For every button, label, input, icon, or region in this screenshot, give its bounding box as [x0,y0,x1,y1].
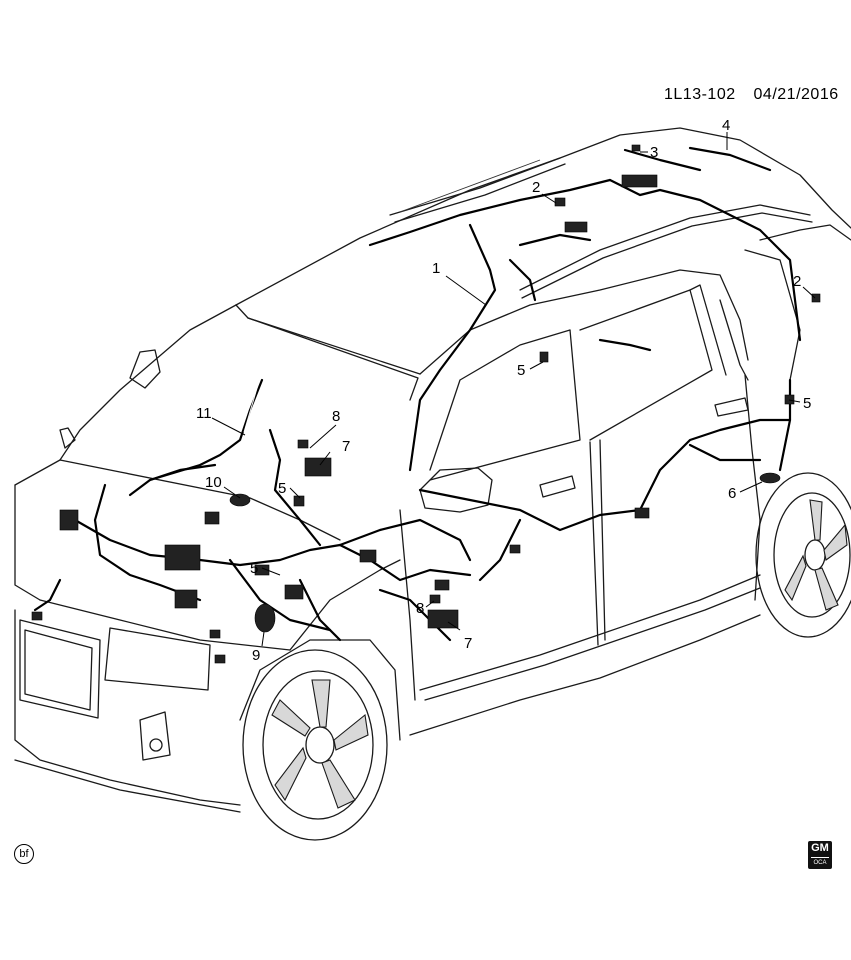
gm-logo: GM OCA [808,841,832,869]
wiring-harnesses [33,146,802,642]
reference-code: 1L13-102 [664,86,736,103]
callout-6: 6 [728,485,736,502]
callout-11: 11 [196,405,212,422]
rear-wheel [755,472,851,638]
view-mark: bf [14,844,34,864]
gm-logo-subtext: OCA [813,860,827,866]
callout-numbers: 1 2 2 3 4 5 5 5 5 6 7 7 8 8 9 10 11 [196,117,811,664]
callout-9: 9 [252,647,260,664]
reference-date: 04/21/2016 [753,86,839,103]
front-wheel [242,649,388,841]
callout-5b: 5 [803,395,811,412]
vehicle-body [14,127,851,813]
callout-7b: 7 [464,635,472,652]
callout-1: 1 [432,260,440,277]
callout-7a: 7 [342,438,350,455]
callout-5c: 5 [278,480,286,497]
callout-leaders [211,132,816,647]
diagram-reference: 1L13-102 04/21/2016 [664,86,839,104]
components [31,144,821,664]
callout-10: 10 [205,474,222,491]
callout-5a: 5 [517,362,525,379]
callout-3: 3 [650,144,658,161]
callout-2a: 2 [532,179,540,196]
callout-8a: 8 [332,408,340,425]
callout-4: 4 [722,117,730,134]
callout-8b: 8 [416,600,424,617]
callout-5d: 5 [250,560,258,577]
gm-logo-text: GM [811,842,829,854]
callout-2b: 2 [793,273,801,290]
gm-logo-divider [811,857,829,858]
